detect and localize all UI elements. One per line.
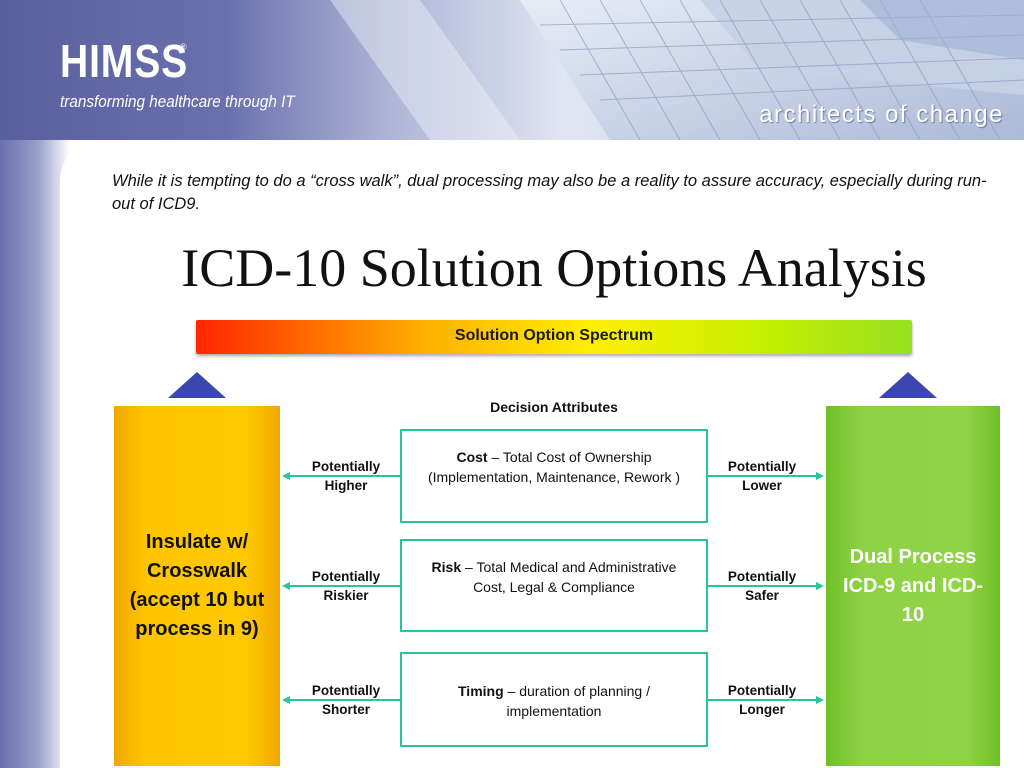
attribute-desc: – Total Medical and Administrative Cost,… xyxy=(465,559,677,595)
slogan: architects of change xyxy=(759,101,1004,128)
label-risk-left: Potentially Riskier xyxy=(311,569,381,603)
right-pointer-triangle xyxy=(879,372,937,398)
option-dual-process: Dual Process ICD-9 and ICD-10 xyxy=(826,406,1000,766)
label-timing-right: Potentially Longer xyxy=(727,683,797,717)
decision-attributes-header: Decision Attributes xyxy=(490,399,618,415)
attribute-desc: – duration of planning / implementation xyxy=(506,683,650,719)
left-side-band xyxy=(0,140,70,768)
attribute-name: Cost xyxy=(456,449,488,465)
attribute-timing: Timing – duration of planning / implemen… xyxy=(400,652,708,747)
attribute-cost: Cost – Total Cost of Ownership (Implemen… xyxy=(400,429,708,523)
option-right-text: Dual Process ICD-9 and ICD-10 xyxy=(843,545,983,626)
himss-logo: HIMSS xyxy=(60,35,189,87)
option-insulate-crosswalk: Insulate w/ Crosswalk (accept 10 but pro… xyxy=(114,406,280,766)
label-cost-right: Potentially Lower xyxy=(727,459,797,493)
registered-mark: ® xyxy=(180,42,187,52)
spectrum-label: Solution Option Spectrum xyxy=(454,327,654,344)
left-pointer-triangle xyxy=(168,372,226,398)
header-banner: HIMSS ® transforming healthcare through … xyxy=(0,0,1024,140)
attribute-risk: Risk – Total Medical and Administrative … xyxy=(400,539,708,632)
building-graphic xyxy=(330,0,1024,140)
intro-note: While it is tempting to do a “cross walk… xyxy=(112,172,987,213)
attribute-name: Risk xyxy=(431,559,462,575)
spectrum-bar: Solution Option Spectrum xyxy=(196,320,912,354)
attribute-desc: – Total Cost of Ownership (Implementatio… xyxy=(427,449,681,485)
label-timing-left: Potentially Shorter xyxy=(311,683,381,717)
label-cost-left: Potentially Higher xyxy=(311,459,381,493)
label-risk-right: Potentially Safer xyxy=(727,569,797,603)
slide-title: ICD-10 Solution Options Analysis xyxy=(181,238,927,298)
tagline: transforming healthcare through IT xyxy=(60,92,295,111)
option-left-text: Insulate w/ Crosswalk (accept 10 but pro… xyxy=(129,531,265,640)
attribute-name: Timing xyxy=(458,683,504,699)
